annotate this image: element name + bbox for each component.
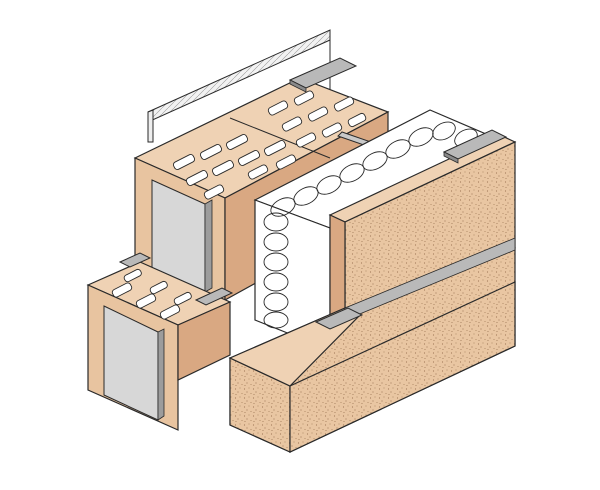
- lower-hollow-clay-block: [86, 252, 234, 431]
- insulation-board: [147, 29, 331, 143]
- outer-leaf-facing-brickwork: [228, 129, 517, 453]
- block-cores: [172, 90, 367, 200]
